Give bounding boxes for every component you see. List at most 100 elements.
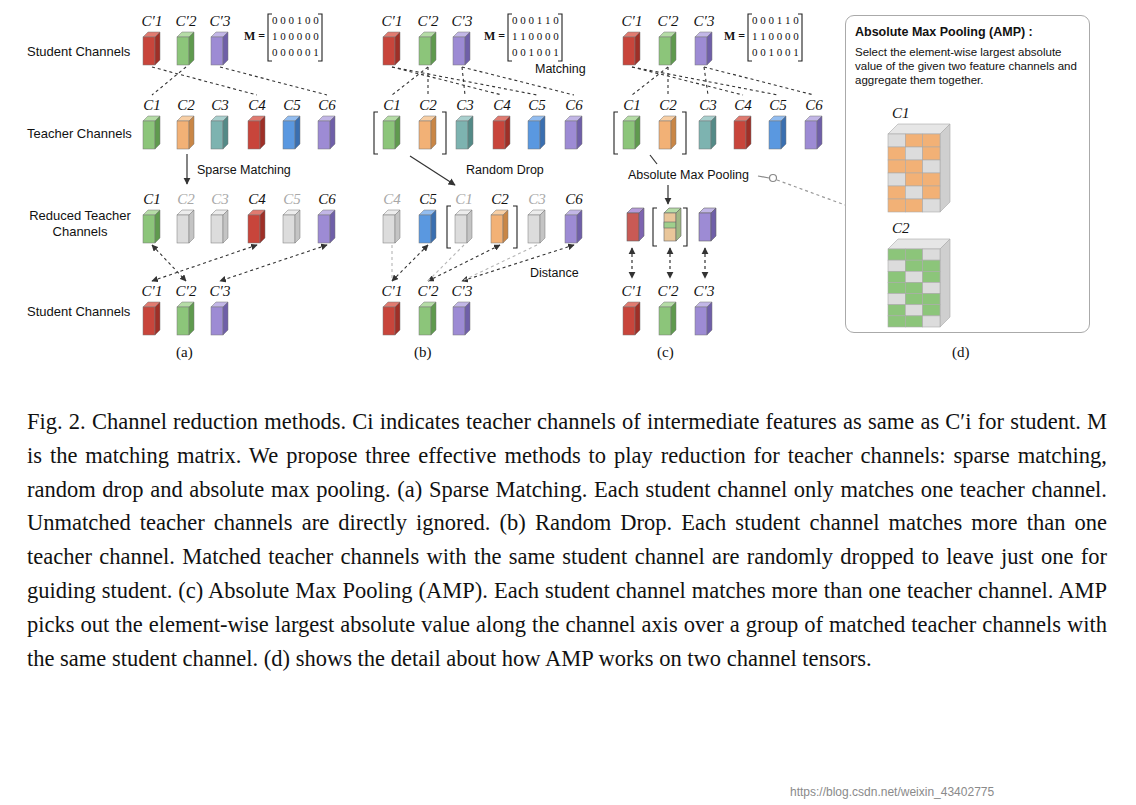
tensor-cell (923, 147, 940, 160)
slab-front (419, 307, 431, 335)
slab-side (635, 116, 640, 149)
match-connector (462, 67, 465, 95)
channel-node: C1 (447, 190, 481, 244)
figure-label: M = (724, 29, 745, 44)
drawing-part (268, 14, 802, 248)
match-connector (152, 245, 186, 281)
channel-slab (620, 30, 644, 66)
channel-label: C6 (310, 190, 344, 208)
channel-slab (208, 208, 232, 244)
channel-label: C4 (240, 96, 274, 114)
channel-slab (656, 114, 680, 150)
channel-label: C4 (375, 190, 409, 208)
tensor-top (888, 124, 950, 134)
channel-label: C3 (203, 190, 237, 208)
slab-side (330, 116, 335, 149)
figure-label: M = (484, 29, 505, 44)
channel-slab (174, 114, 198, 150)
channel-node: C6 (310, 96, 344, 150)
channel-node: C4 (726, 96, 760, 150)
match-connector (152, 67, 186, 95)
slab-front (695, 37, 707, 65)
match-connector (427, 67, 428, 95)
slab-side (155, 302, 160, 335)
tensor-cell (923, 160, 940, 173)
drawing-part (758, 176, 769, 178)
channel-node: C2 (411, 96, 445, 150)
figure-label: Random Drop (466, 163, 544, 179)
tensor-cell (888, 160, 905, 173)
channel-label: C4 (485, 96, 519, 114)
slab-front (623, 37, 635, 65)
drawing-part (711, 208, 716, 241)
slab-side (431, 116, 436, 149)
channel-node: C4 (240, 96, 274, 150)
match-connector (391, 245, 392, 281)
channel-node: C′2 (169, 12, 203, 66)
tensor-top (888, 239, 950, 249)
channel-node: C′2 (411, 12, 445, 66)
channel-slab (208, 114, 232, 150)
channel-node: C′2 (651, 12, 685, 66)
channel-slab (174, 30, 198, 66)
tensor-cell (923, 294, 940, 305)
channel-label: C′2 (169, 282, 203, 300)
tensor-cell (888, 249, 905, 260)
drawing-part (676, 208, 681, 241)
tensor-cell (905, 186, 922, 199)
drawing-part (653, 208, 687, 246)
channel-label: C3 (203, 96, 237, 114)
drawing-part (669, 248, 670, 278)
channel-node: C1 (375, 96, 409, 150)
channel-slab (692, 300, 716, 336)
tensor-cell (923, 305, 940, 316)
channel-label: C4 (240, 190, 274, 208)
channel-slab (416, 30, 440, 66)
drawing-part (664, 222, 676, 228)
channel-slab (208, 30, 232, 66)
match-connector (704, 67, 814, 95)
channel-label: C6 (310, 96, 344, 114)
channel-node: C4 (485, 96, 519, 150)
figure-label: (d) (952, 343, 970, 361)
channel-node: C′1 (135, 12, 169, 66)
channel-label: C2 (651, 96, 685, 114)
channel-node: C5 (411, 190, 445, 244)
channel-label: C1 (615, 96, 649, 114)
slab-side (395, 32, 400, 65)
slab-front (699, 121, 711, 149)
tensor-cell (923, 134, 940, 147)
channel-node: C′2 (651, 282, 685, 336)
slab-side (223, 116, 228, 149)
slab-front (283, 121, 295, 149)
tensor-cell (888, 134, 905, 147)
slab-side (395, 210, 400, 243)
slab-front (383, 215, 395, 243)
drawing-part (508, 14, 562, 61)
channel-label: C3 (448, 96, 482, 114)
slab-front (211, 121, 223, 149)
tensor-cell (905, 134, 922, 147)
slab-side (155, 116, 160, 149)
slab-side (707, 32, 712, 65)
drawing-part (777, 180, 845, 205)
slab-front (248, 121, 260, 149)
slab-side (260, 210, 265, 243)
channel-label: C5 (520, 96, 554, 114)
drawing-part (704, 248, 705, 278)
channel-label: C′2 (169, 12, 203, 30)
slab-side (223, 210, 228, 243)
channel-node: C′3 (687, 282, 721, 336)
slab-side (817, 116, 822, 149)
tensor-cell (888, 147, 905, 160)
slab-side (468, 116, 473, 149)
channel-slab (140, 208, 164, 244)
drawing-part (410, 156, 455, 185)
drawing-part (186, 154, 187, 184)
drawing-part (631, 248, 632, 278)
slab-side (671, 32, 676, 65)
drawing-part (664, 213, 676, 241)
slab-front (177, 37, 189, 65)
channel-node: C2 (169, 190, 203, 244)
slab-side (671, 116, 676, 149)
